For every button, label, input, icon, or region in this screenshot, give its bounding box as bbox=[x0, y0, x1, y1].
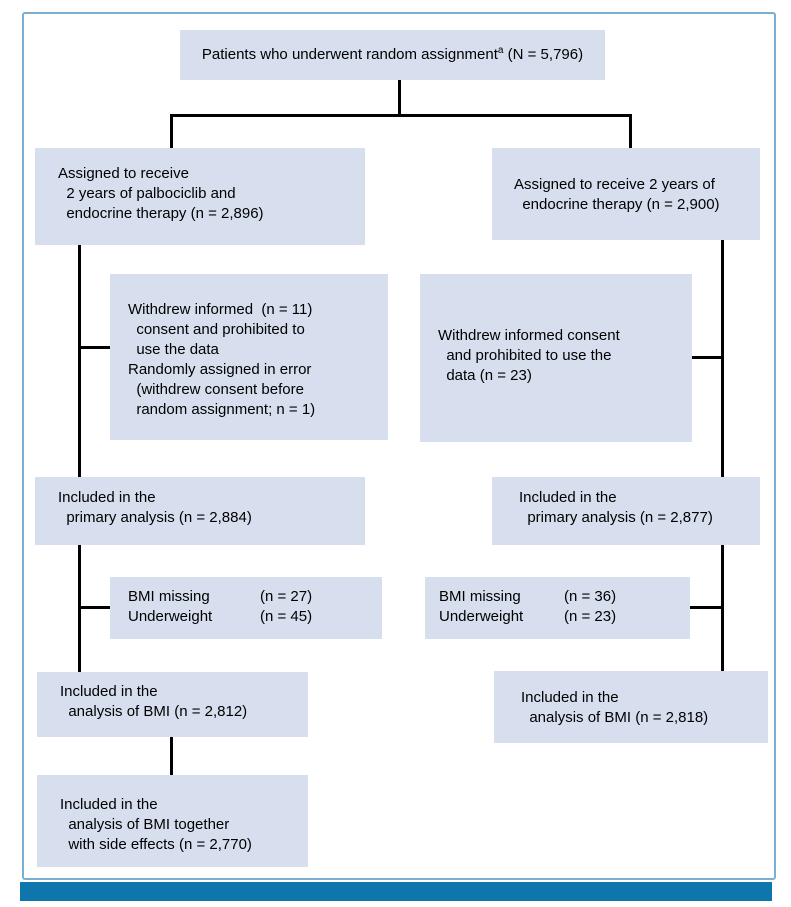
connector-left-drop bbox=[170, 114, 173, 148]
bottom-accent-bar bbox=[20, 882, 772, 901]
left-bmi-analysis-text: Included in the analysis of BMI (n = 2,8… bbox=[60, 683, 248, 720]
left-primary-analysis-text: Included in the primary analysis (n = 2,… bbox=[58, 489, 252, 526]
diagram-frame bbox=[22, 12, 776, 880]
left-assigned-text: Assigned to receive 2 years of palbocicl… bbox=[58, 165, 264, 222]
box-left-bmi-analysis: Included in the analysis of BMI (n = 2,8… bbox=[37, 672, 308, 737]
exclusion-value: (n = 23) bbox=[564, 608, 617, 625]
connector-left-vertical-3 bbox=[170, 737, 173, 775]
box-right-primary-analysis: Included in the primary analysis (n = 2,… bbox=[492, 477, 760, 545]
box-random-assignment: Patients who underwent random assignment… bbox=[180, 30, 605, 80]
exclusion-value: (n = 27) bbox=[260, 588, 313, 605]
connector-right-withdrew-stub bbox=[690, 356, 724, 359]
right-assigned-text: Assigned to receive 2 years of endocrine… bbox=[514, 176, 720, 213]
connector-right-drop bbox=[629, 114, 632, 148]
box-left-bmi-exclusions: BMI missing (n = 27) Underweight (n = 45… bbox=[110, 577, 382, 639]
exclusion-row: Underweight (n = 23) bbox=[439, 607, 690, 627]
random-assignment-text: Patients who underwent random assignment… bbox=[201, 45, 584, 64]
box-right-bmi-exclusions: BMI missing (n = 36) Underweight (n = 23… bbox=[425, 577, 690, 639]
box-left-primary-analysis: Included in the primary analysis (n = 2,… bbox=[35, 477, 365, 545]
exclusion-row: Underweight (n = 45) bbox=[128, 607, 382, 627]
box-right-assigned: Assigned to receive 2 years of endocrine… bbox=[492, 148, 760, 240]
exclusion-label: Underweight bbox=[439, 608, 524, 625]
exclusion-row: BMI missing (n = 27) bbox=[128, 587, 382, 607]
box-left-assigned: Assigned to receive 2 years of palbocicl… bbox=[35, 148, 365, 245]
left-side-effects-text: Included in the analysis of BMI together… bbox=[60, 796, 252, 853]
box-right-bmi-analysis: Included in the analysis of BMI (n = 2,8… bbox=[494, 671, 768, 743]
connector-top-vertical bbox=[398, 80, 401, 117]
left-withdrew-text: Withdrew informed (n = 11) consent and p… bbox=[128, 301, 316, 418]
connector-right-exclusion-stub bbox=[688, 606, 724, 609]
box-left-withdrew: Withdrew informed (n = 11) consent and p… bbox=[110, 274, 388, 440]
exclusion-value: (n = 45) bbox=[260, 608, 313, 625]
exclusion-label: BMI missing bbox=[128, 588, 210, 605]
box-left-side-effects-analysis: Included in the analysis of BMI together… bbox=[37, 775, 308, 867]
right-withdrew-text: Withdrew informed consent and prohibited… bbox=[438, 327, 620, 384]
footnote-marker: a bbox=[497, 45, 504, 56]
connector-left-vertical-1 bbox=[78, 245, 81, 477]
exclusion-label: BMI missing bbox=[439, 588, 521, 605]
right-primary-analysis-text: Included in the primary analysis (n = 2,… bbox=[519, 489, 713, 526]
connector-branch-horizontal bbox=[170, 114, 632, 117]
connector-left-withdrew-stub bbox=[78, 346, 112, 349]
exclusion-label: Underweight bbox=[128, 608, 213, 625]
box-right-withdrew: Withdrew informed consent and prohibited… bbox=[420, 274, 692, 442]
connector-left-exclusion-stub bbox=[78, 606, 112, 609]
right-bmi-analysis-text: Included in the analysis of BMI (n = 2,8… bbox=[521, 689, 709, 726]
exclusion-row: BMI missing (n = 36) bbox=[439, 587, 690, 607]
exclusion-value: (n = 36) bbox=[564, 588, 617, 605]
